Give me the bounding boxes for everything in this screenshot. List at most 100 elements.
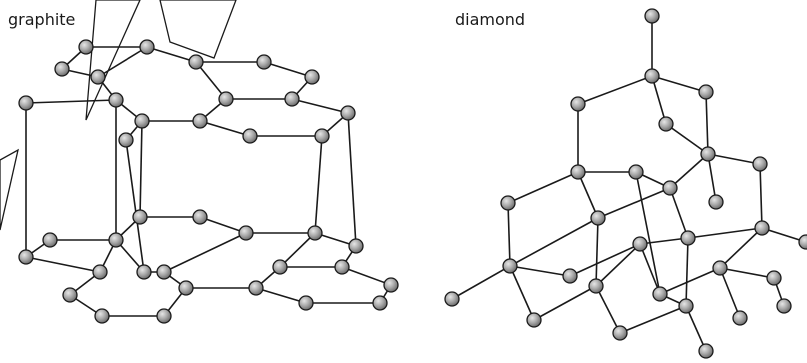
diamond-atom	[658, 116, 674, 132]
graphite-atom	[383, 277, 399, 293]
diamond-atom	[444, 291, 460, 307]
diamond-atom	[752, 156, 768, 172]
diamond-atom	[776, 298, 792, 314]
graphite-atom	[18, 249, 34, 265]
graphite-bond	[341, 266, 392, 286]
diamond-bond	[705, 91, 709, 155]
graphite-atom	[192, 113, 208, 129]
diamond-bond	[719, 267, 741, 319]
graphite-atom	[334, 259, 350, 275]
graphite-atom	[284, 91, 300, 107]
diamond-atom	[766, 270, 782, 286]
graphite-atom	[92, 264, 108, 280]
graphite-atom	[348, 238, 364, 254]
graphite-bond	[25, 99, 117, 104]
diamond-bond	[651, 75, 667, 125]
graphite-bond	[255, 287, 307, 304]
graphite-atom	[54, 61, 70, 77]
graphite-atom	[132, 209, 148, 225]
graphite-atom	[90, 69, 106, 85]
diamond-bond	[707, 153, 761, 165]
diamond-atom	[708, 194, 724, 210]
diamond-bond	[507, 171, 579, 204]
graphite-atom	[78, 39, 94, 55]
graphite-bond	[125, 139, 145, 273]
graphite-bond	[199, 216, 247, 234]
graphite-atom	[248, 280, 264, 296]
graphite-atom	[242, 128, 258, 144]
diamond-bond	[577, 171, 599, 219]
diamond-atom	[732, 310, 748, 326]
graphite-atom	[192, 209, 208, 225]
graphite-bond	[97, 46, 148, 78]
diamond-bond	[669, 187, 689, 239]
graphite-atom	[218, 91, 234, 107]
diamond-atom	[526, 312, 542, 328]
diamond-bond	[533, 285, 597, 321]
diamond-bond	[595, 217, 599, 287]
diamond-bond	[509, 265, 535, 321]
graphite-bond	[347, 112, 357, 247]
diamond-atom	[644, 8, 660, 24]
diamond-bond	[759, 163, 763, 229]
diamond-bond	[597, 187, 671, 219]
diamond-bond	[665, 123, 709, 155]
graphite-bond	[195, 61, 227, 100]
diamond-atoms	[444, 8, 807, 359]
diamond-bonds	[451, 16, 807, 352]
diamond-atom	[644, 68, 660, 84]
graphite-atom	[188, 54, 204, 70]
diamond-atom	[570, 96, 586, 112]
diamond-label: diamond	[455, 10, 526, 29]
graphite-atom	[94, 308, 110, 324]
diamond-atom	[678, 298, 694, 314]
diamond-atom	[588, 278, 604, 294]
graphite-bonds	[25, 46, 392, 317]
diamond-atom	[700, 146, 716, 162]
graphite-atom	[272, 259, 288, 275]
diamond-atom	[562, 268, 578, 284]
diamond-bond	[685, 305, 707, 352]
diamond-atom	[628, 164, 644, 180]
diamond-atom	[500, 195, 516, 211]
graphite-atom	[62, 287, 78, 303]
diamond-bond	[577, 75, 653, 105]
graphite-bond	[163, 232, 247, 273]
graphite-atoms	[18, 39, 399, 324]
graphite-atom	[178, 280, 194, 296]
diamond-bond	[639, 237, 689, 245]
graphite-atom	[108, 92, 124, 108]
diamond-bond	[669, 153, 709, 189]
graphite-atom	[156, 308, 172, 324]
graphite-atom	[256, 54, 272, 70]
graphite-label: graphite	[8, 10, 76, 29]
diamond-bond	[509, 217, 599, 267]
diamond-atom	[698, 84, 714, 100]
graphite-atom	[304, 69, 320, 85]
graphite-atom	[118, 132, 134, 148]
diamond-atom	[662, 180, 678, 196]
diamond-bond	[507, 202, 511, 267]
diamond-bond	[707, 153, 717, 203]
diamond-atom	[680, 230, 696, 246]
diamond-atom	[712, 260, 728, 276]
diamond-atom	[502, 258, 518, 274]
diamond-bond	[569, 243, 641, 277]
diamond-atom	[632, 236, 648, 252]
diamond-bond	[719, 227, 763, 269]
diamond-bond	[509, 265, 571, 277]
diamond-bond	[761, 227, 807, 243]
graphite-bond	[279, 232, 316, 268]
graphite-bond	[199, 120, 251, 137]
graphite-atom	[340, 105, 356, 121]
graphite-atom	[18, 95, 34, 111]
graphite-atom	[238, 225, 254, 241]
diamond-atom	[652, 286, 668, 302]
graphite-bond	[263, 61, 313, 78]
diamond-atom	[612, 325, 628, 341]
diamond-bond	[651, 75, 707, 93]
graphite-bond	[146, 46, 197, 63]
graphite-bond	[139, 120, 143, 218]
diamond-bond	[659, 267, 721, 295]
